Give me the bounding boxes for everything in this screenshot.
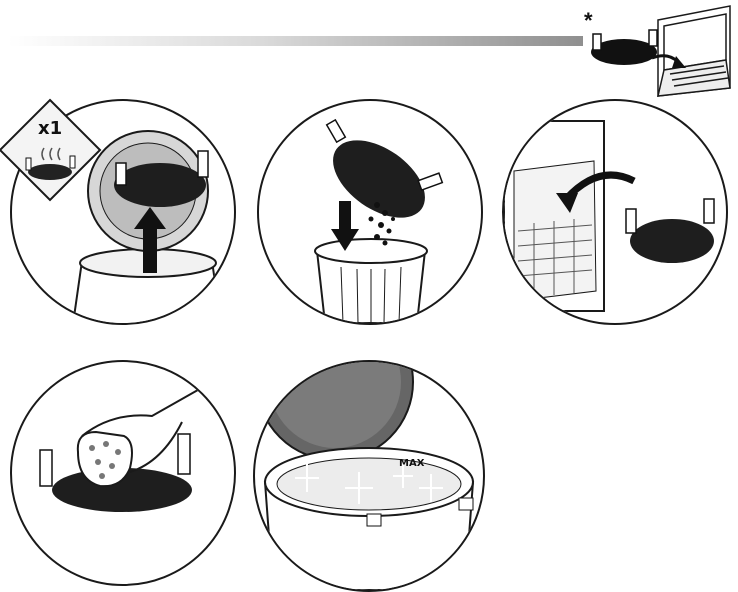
step-5-clean-bowl: MAX <box>253 360 485 592</box>
max-level-label: MAX <box>399 458 424 469</box>
arrow-icon <box>652 56 678 62</box>
step-2-empty-crumbs <box>257 99 483 325</box>
sponge-icon <box>78 432 132 486</box>
dishwasher-icon <box>658 6 730 96</box>
quantity-badge-label: x1 <box>38 118 62 139</box>
asterisk-icon: * <box>584 8 593 34</box>
trash-bin-icon <box>315 239 427 323</box>
step-3-dishwasher <box>502 99 728 325</box>
basket-icon <box>591 30 657 65</box>
header-gradient-bar <box>8 36 583 46</box>
step-4-sponge-clean <box>10 360 236 586</box>
